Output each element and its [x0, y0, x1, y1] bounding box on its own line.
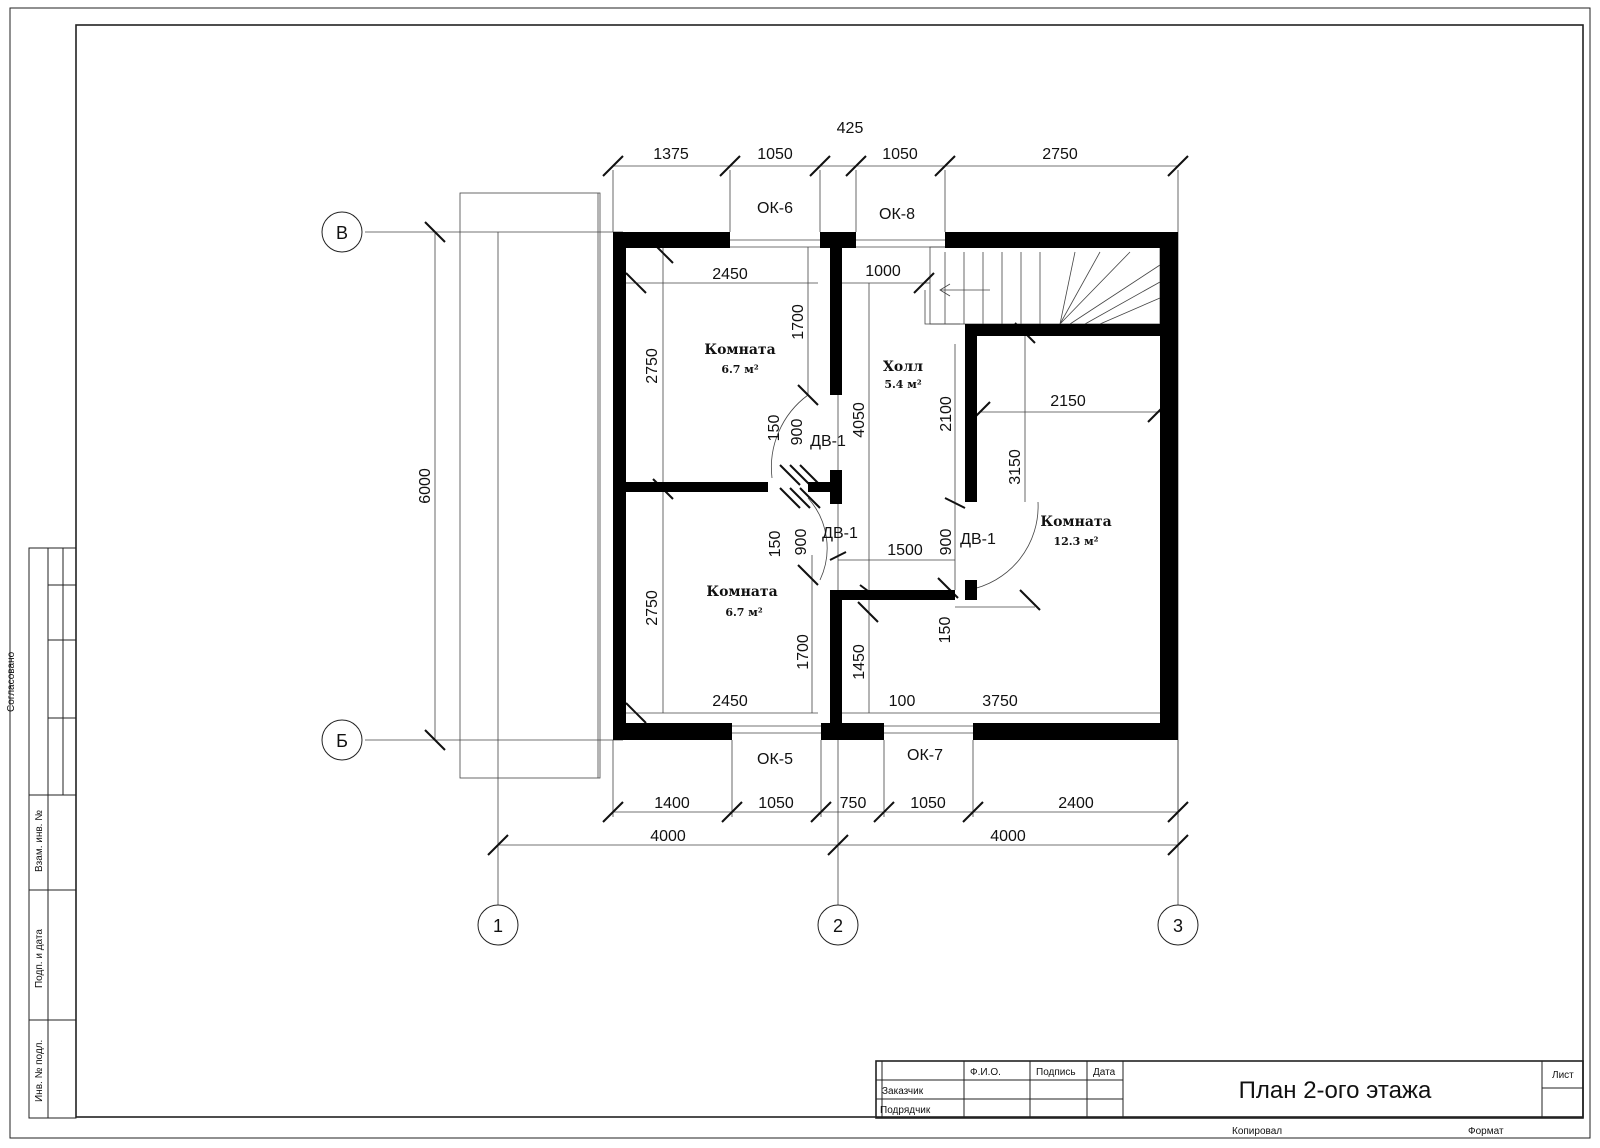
tb-sheet: Лист [1552, 1070, 1574, 1081]
dim-door-150a: 150 [766, 415, 783, 442]
side-stamp [28, 547, 77, 1119]
door-dv1-a: ДВ-1 [810, 433, 846, 450]
dim-hall-1450: 1450 [851, 644, 868, 680]
dim-bot-4000a: 4000 [650, 828, 686, 845]
dim-hall-3750: 3750 [982, 693, 1018, 710]
axis-label-3: 3 [1173, 916, 1183, 936]
dim-door-900b: 900 [793, 529, 810, 556]
tb-sign: Подпись [1036, 1067, 1076, 1078]
dim-hall-900: 900 [938, 529, 955, 556]
room-2-area: 6.7 м² [725, 606, 763, 619]
title-block [875, 1060, 1584, 1119]
axis-circle-2 [817, 904, 859, 946]
dim-bot-1400: 1400 [654, 795, 690, 812]
axis-label-1: 1 [493, 916, 503, 936]
side-agreed-label: Согласовано [6, 651, 17, 712]
side-inv-label: Инв. № подл. [34, 1040, 45, 1102]
dim-hall-1000: 1000 [865, 263, 901, 280]
axis-circle-b [321, 719, 363, 761]
dim-top-1375: 1375 [653, 146, 689, 163]
tb-format: Формат [1468, 1126, 1504, 1137]
room-2-name: Комната [706, 584, 777, 600]
dim-top-2750: 2750 [1042, 146, 1078, 163]
axis-markers [321, 211, 1199, 946]
door-dv1-b: ДВ-1 [822, 525, 858, 542]
window-ok5: ОК-5 [757, 751, 793, 768]
dim-door-900a: 900 [789, 419, 806, 446]
dim-r1-2750: 2750 [644, 348, 661, 384]
tb-copied: Копировал [1232, 1126, 1282, 1137]
axis-label-2: 2 [833, 916, 843, 936]
dim-hall-100: 100 [889, 693, 916, 710]
dimension-ticks [424, 155, 1189, 856]
dim-r1-1700: 1700 [790, 304, 807, 340]
room-3-area: 12.3 м² [1054, 535, 1099, 548]
room-1-name: Комната [704, 342, 775, 358]
dim-bot-750: 750 [840, 795, 867, 812]
axis-label-v: В [336, 223, 348, 243]
room-3-name: Комната [1040, 514, 1111, 530]
dim-bot-2400: 2400 [1058, 795, 1094, 812]
tb-title: План 2-ого этажа [1239, 1077, 1432, 1104]
dim-top-1050b: 1050 [882, 146, 918, 163]
axis-circle-3 [1157, 904, 1199, 946]
dim-hall-2100: 2100 [938, 396, 955, 432]
side-vzam-label: Взам. инв. № [34, 810, 45, 872]
window-ok7: ОК-7 [907, 747, 943, 764]
tb-contractor: Подрядчик [880, 1105, 931, 1116]
dim-r2-2750: 2750 [644, 590, 661, 626]
walls [613, 232, 1178, 740]
axis-circle-1 [477, 904, 519, 946]
dim-left-6000: 6000 [417, 468, 434, 504]
axis-circle-v [321, 211, 363, 253]
dim-r3-3150: 3150 [1007, 449, 1024, 485]
dim-bot-1050b: 1050 [910, 795, 946, 812]
dim-r2-1700: 1700 [795, 634, 812, 670]
sheet-frame [9, 7, 1591, 1139]
dim-top-425: 425 [837, 120, 864, 137]
hall-name: Холл [883, 359, 923, 375]
tb-customer: Заказчик [882, 1086, 924, 1097]
dim-bot-4000b: 4000 [990, 828, 1026, 845]
dim-door-150b: 150 [767, 531, 784, 558]
window-ok8: ОК-8 [879, 206, 915, 223]
dim-hall-150: 150 [937, 617, 954, 644]
dim-top-1050a: 1050 [757, 146, 793, 163]
side-podp-label: Подп. и дата [34, 929, 45, 988]
dim-bot-1050a: 1050 [758, 795, 794, 812]
tb-date: Дата [1093, 1067, 1116, 1078]
tb-fio: Ф.И.О. [970, 1067, 1001, 1078]
dim-r2-2450: 2450 [712, 693, 748, 710]
dim-hall-1500: 1500 [887, 542, 923, 559]
axis-label-b: Б [336, 731, 348, 751]
hall-area: 5.4 м² [884, 378, 922, 391]
window-ok6: ОК-6 [757, 200, 793, 217]
room-1-area: 6.7 м² [721, 363, 759, 376]
door-dv1-c: ДВ-1 [960, 531, 996, 548]
dim-r3-2150: 2150 [1050, 393, 1086, 410]
dim-hall-4050: 4050 [851, 402, 868, 438]
dim-r1-2450: 2450 [712, 266, 748, 283]
